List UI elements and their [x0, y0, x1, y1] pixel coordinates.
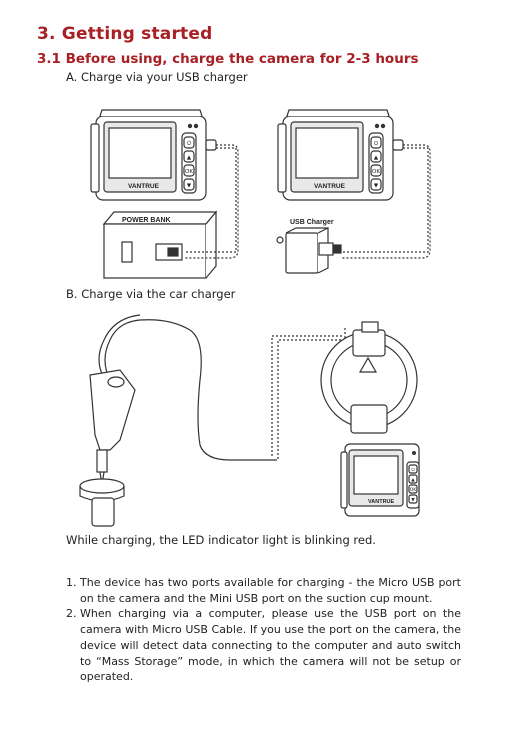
camera-3-button-down: ▼	[411, 498, 415, 503]
charging-notes-list: 1. The device has two ports available fo…	[66, 575, 461, 685]
camera-1-button-down: ▼	[187, 183, 192, 189]
camera-2-button-power: ⏻	[374, 140, 379, 147]
power-bank-label: POWER BANK	[122, 217, 171, 224]
camera-brand-1: VANTRUE	[128, 183, 160, 190]
camera-2-button-up: ▲	[374, 155, 379, 161]
list-item-text: The device has two ports available for c…	[80, 576, 461, 605]
list-item: 2. When charging via a computer, please …	[66, 606, 461, 685]
usb-charger-label: USB Charger	[290, 219, 334, 226]
camera-3-button-up: ▲	[411, 478, 415, 483]
figure-b-car-charger: VANTRUE ⏻ ▲ OK ▼	[79, 314, 420, 527]
list-item: 1. The device has two ports available fo…	[66, 575, 461, 606]
suction-mount-illustration	[320, 321, 418, 434]
camera-3-button-ok: OK	[410, 487, 418, 493]
camera-1-button-ok: OK	[185, 169, 193, 175]
list-item-number: 1.	[66, 576, 77, 589]
list-item-text: When charging via a computer, please use…	[80, 607, 461, 684]
camera-1-button-up: ▲	[187, 155, 192, 161]
charging-note: While charging, the LED indicator light …	[66, 533, 376, 547]
car-charger-cable	[189, 329, 275, 461]
list-item-number: 2.	[66, 607, 77, 621]
section-title: 3. Getting started	[37, 24, 213, 44]
camera-illustration-2	[277, 109, 404, 201]
option-b-label: B. Charge via the car charger	[66, 287, 236, 301]
section-subtitle: 3.1 Before using, charge the camera for …	[37, 51, 419, 67]
cable-2	[341, 144, 431, 259]
camera-1-button-power: ⏻	[187, 140, 192, 147]
option-a-label: A. Charge via your USB charger	[66, 70, 248, 84]
camera-3-button-power: ⏻	[411, 467, 415, 473]
camera-2-button-ok: OK	[372, 169, 380, 175]
camera-brand-2: VANTRUE	[314, 183, 346, 190]
car-charger-illustration	[79, 314, 191, 527]
camera-brand-3: VANTRUE	[368, 499, 395, 505]
camera-illustration-1	[90, 109, 217, 201]
usb-charger-illustration	[276, 227, 342, 274]
camera-2-button-down: ▼	[374, 183, 379, 189]
power-bank-illustration	[102, 210, 218, 279]
figure-a-usb-charger: VANTRUE ⏻ ▲ OK ▼ POWER BANK VANTRUE	[90, 109, 431, 279]
camera-illustration-3	[340, 443, 420, 517]
